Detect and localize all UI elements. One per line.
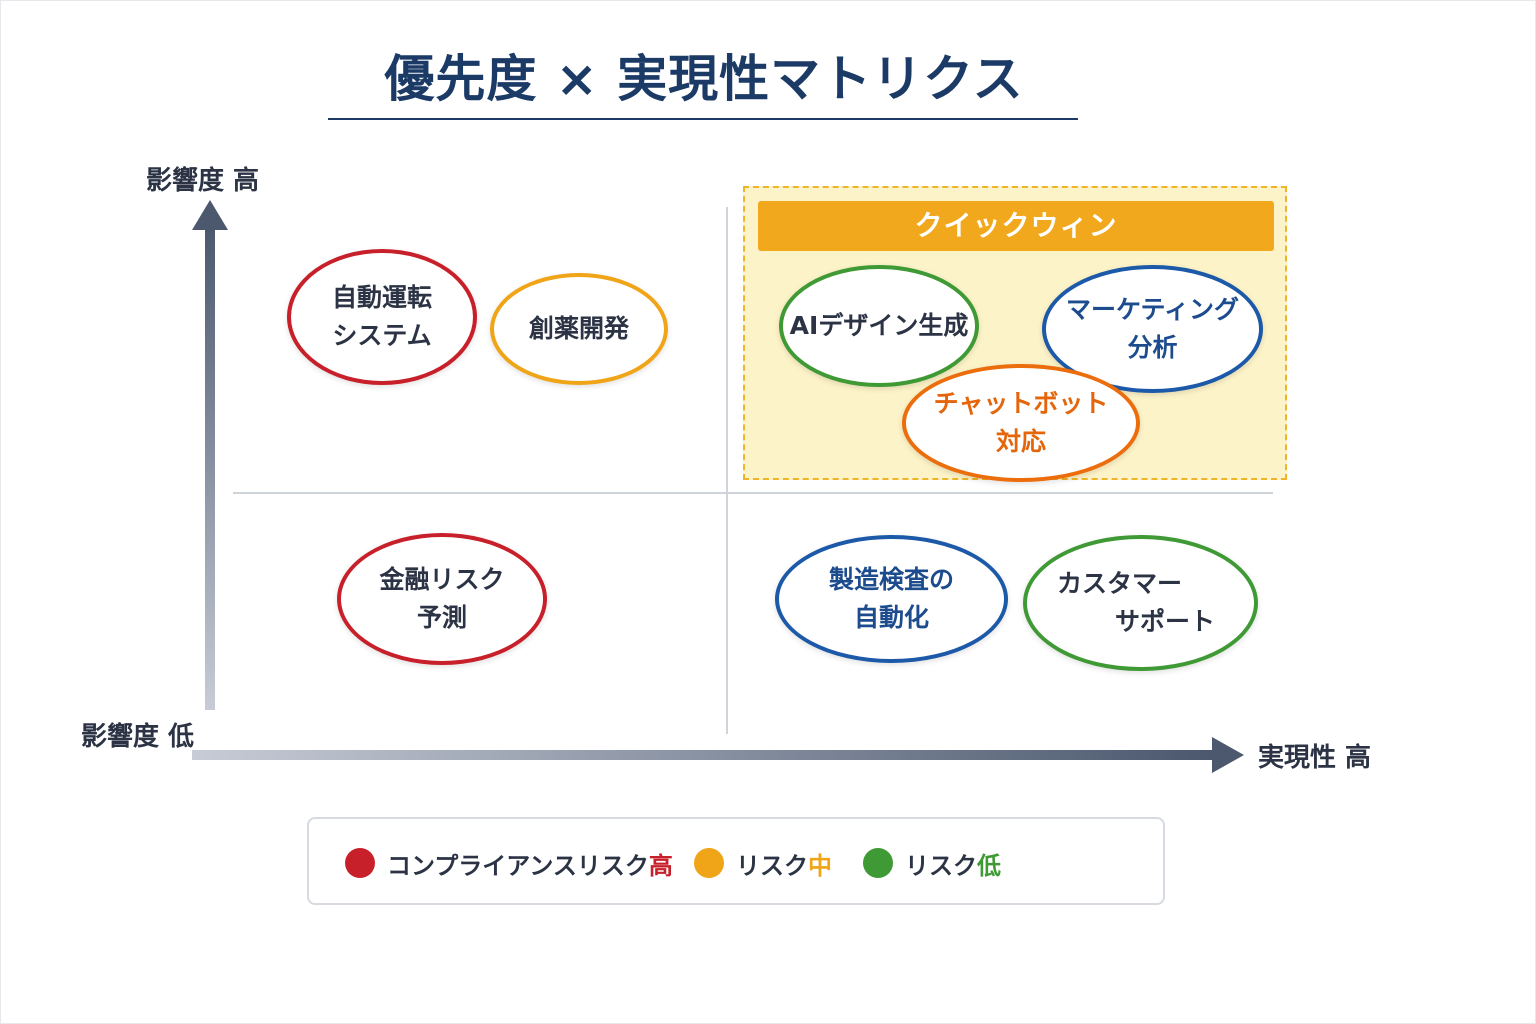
y-axis-arrowhead (192, 200, 228, 230)
bubble-line: チャットボット (933, 389, 1109, 418)
page-title: 優先度 × 実現性マトリクス (384, 50, 1024, 108)
legend-item-compliance-high: コンプライアンスリスク 高 (345, 847, 673, 880)
bubble-line: 創薬開発 (528, 314, 629, 343)
legend-text: コンプライアンスリスク (387, 851, 649, 880)
bubble-line: システム (332, 321, 432, 350)
legend-level: 低 (977, 851, 1001, 880)
bubble-line: 対応 (995, 427, 1046, 456)
legend-text: リスク (736, 851, 808, 880)
title-underline (328, 118, 1078, 120)
x-axis-shaft (192, 750, 1212, 760)
legend: コンプライアンスリスク 高 リスク 中 リスク 低 (307, 817, 1165, 905)
bubble-line: 予測 (416, 603, 467, 632)
bubble-drug-discovery: 創薬開発 (490, 273, 668, 385)
bubble-manufacturing-inspection: 製造検査の 自動化 (775, 535, 1008, 663)
bubble-line: サポート (1115, 607, 1216, 636)
bubble-line: 分析 (1127, 333, 1178, 362)
legend-item-risk-medium: リスク 中 (694, 847, 832, 880)
bubble-line: 自動化 (853, 603, 929, 632)
bubble-line: マーケティング (1065, 295, 1239, 324)
legend-dot-red (345, 848, 375, 878)
bubble-customer-support: カスタマー サポート (1023, 535, 1258, 671)
legend-level: 中 (808, 851, 832, 880)
bubble-autonomous-driving: 自動運転 システム (287, 249, 477, 385)
x-axis-high-label: 実現性 高 (1258, 743, 1372, 773)
legend-dot-green (863, 848, 893, 878)
bubble-line: 自動運転 (331, 283, 432, 312)
legend-level: 高 (648, 851, 673, 880)
bubble-ai-design: AIデザイン生成 (779, 265, 979, 387)
y-axis-shaft (205, 226, 215, 710)
y-axis-low-label: 影響度 低 (81, 722, 195, 752)
legend-text: リスク (905, 851, 977, 880)
bubble-chatbot: チャットボット 対応 (902, 364, 1140, 482)
y-axis-high-label: 影響度 高 (146, 166, 260, 196)
legend-dot-orange (694, 848, 724, 878)
x-axis-arrowhead (1212, 737, 1244, 773)
bubble-financial-risk: 金融リスク 予測 (337, 533, 547, 665)
bubble-line: AIデザイン生成 (789, 311, 969, 340)
legend-item-risk-low: リスク 低 (863, 847, 1001, 880)
bubble-line: カスタマー (1057, 569, 1183, 598)
quick-win-banner: クイックウィン (758, 201, 1274, 251)
bubble-line: 金融リスク (379, 565, 505, 594)
bubble-line: 製造検査の (828, 565, 954, 594)
